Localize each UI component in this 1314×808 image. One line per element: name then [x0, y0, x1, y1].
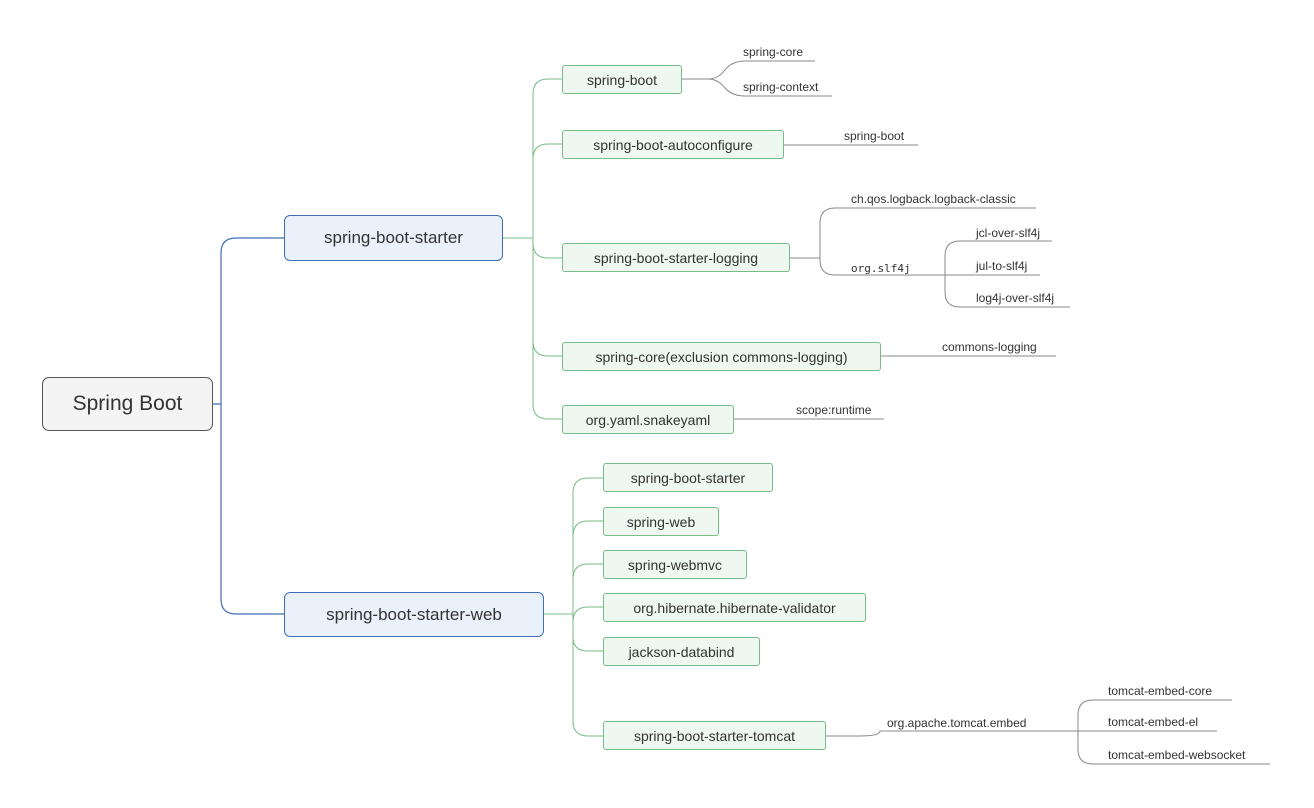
leaf-tomcat-embed-core: tomcat-embed-core	[1108, 684, 1213, 698]
node-spring-boot-autoconfigure[interactable]: spring-boot-autoconfigure	[562, 130, 784, 159]
leaf-spring-core: spring-core	[743, 45, 804, 59]
node-spring-boot-starter-logging[interactable]: spring-boot-starter-logging	[562, 243, 790, 272]
leaf-scope-runtime: scope:runtime	[796, 403, 872, 417]
leaf-org-apache-tomcat-embed: org.apache.tomcat.embed	[887, 716, 1027, 730]
leaf-commons-logging: commons-logging	[942, 340, 1037, 354]
node-snakeyaml[interactable]: org.yaml.snakeyaml	[562, 405, 734, 434]
root-node[interactable]: Spring Boot	[42, 377, 213, 431]
leaf-jul-to-slf4j: jul-to-slf4j	[976, 259, 1028, 273]
leaf-org-slf4j: org.slf4j	[851, 262, 911, 275]
node-spring-core-exclusion[interactable]: spring-core(exclusion commons-logging)	[562, 342, 881, 371]
leaf-jcl-over-slf4j: jcl-over-slf4j	[976, 226, 1041, 240]
node-jackson-databind[interactable]: jackson-databind	[603, 637, 760, 666]
node-spring-webmvc[interactable]: spring-webmvc	[603, 550, 747, 579]
node-spring-boot-starter-tomcat[interactable]: spring-boot-starter-tomcat	[603, 721, 826, 750]
leaf-logback-classic: ch.qos.logback.logback-classic	[851, 192, 1016, 206]
node-spring-boot-starter-web[interactable]: spring-boot-starter-web	[284, 592, 544, 637]
node-spring-web[interactable]: spring-web	[603, 507, 719, 536]
node-hibernate-validator[interactable]: org.hibernate.hibernate-validator	[603, 593, 866, 622]
leaf-log4j-over-slf4j: log4j-over-slf4j	[976, 291, 1055, 305]
node-spring-boot[interactable]: spring-boot	[562, 65, 682, 94]
node-web-spring-boot-starter[interactable]: spring-boot-starter	[603, 463, 773, 492]
leaf-spring-context: spring-context	[743, 80, 819, 94]
leaf-tomcat-embed-el: tomcat-embed-el	[1108, 715, 1199, 729]
leaf-tomcat-embed-websocket: tomcat-embed-websocket	[1108, 748, 1246, 762]
node-spring-boot-starter[interactable]: spring-boot-starter	[284, 215, 503, 261]
leaf-spring-boot: spring-boot	[844, 129, 905, 143]
